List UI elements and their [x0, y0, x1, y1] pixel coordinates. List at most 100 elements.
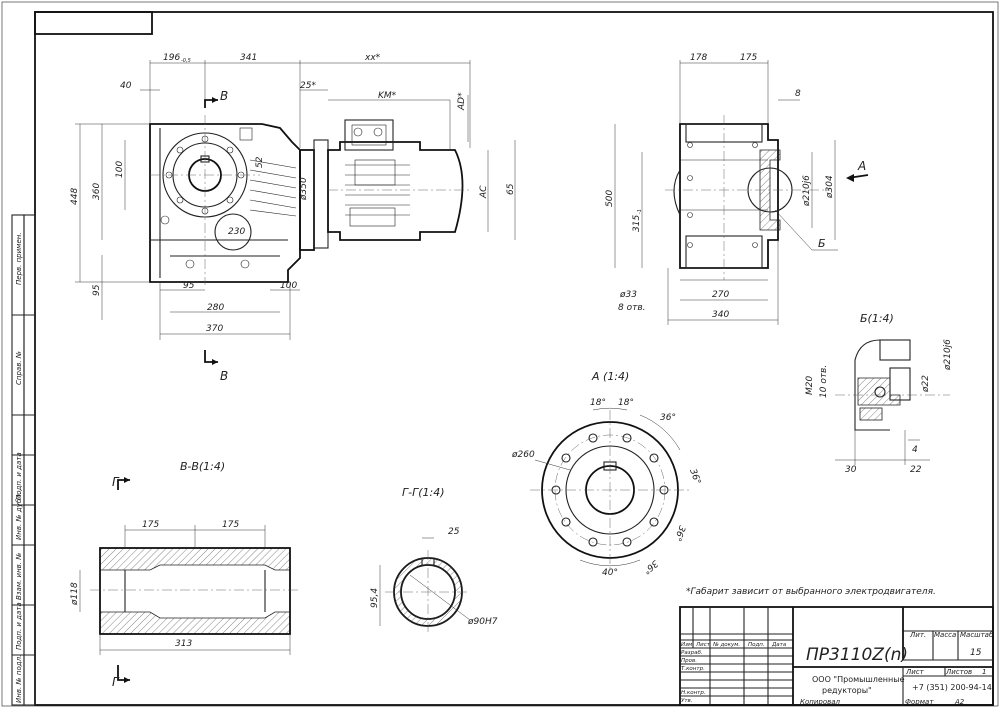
tb-sheets-value: 1: [982, 668, 986, 676]
angle-36d: 36°: [641, 558, 660, 576]
strip-sprav: Справ. №: [15, 351, 23, 385]
dim-s-315: 315: [632, 215, 642, 232]
tb-col-sheet: Лист: [905, 668, 925, 676]
dim-gg-954: 95,4: [370, 588, 380, 608]
dim-b-95: 95: [183, 281, 195, 291]
tb-row-list: Лист: [695, 642, 711, 648]
dim-s-210: ø210j6: [802, 175, 812, 207]
dim-top-175: 175: [740, 53, 757, 63]
angle-18b: 18°: [618, 398, 634, 408]
dim-top-25: 25*: [300, 81, 316, 91]
angle-36b: 36°: [687, 468, 702, 486]
dim-in-52: 52: [255, 156, 265, 168]
dim-v-65: 65: [506, 183, 516, 195]
dim-top-km: KM*: [378, 91, 397, 101]
tb-scale-value: 15: [970, 648, 982, 658]
dim-in-230: 230: [228, 227, 245, 237]
tb-designation: ПР3110Z(n): [806, 645, 908, 665]
tb-row-data: Дата: [771, 642, 787, 648]
tb-company-1: ООО "Промышленные: [812, 675, 905, 684]
tb-row-tkontr: Т.контр.: [681, 666, 705, 672]
dim-vv-313: 313: [175, 639, 192, 649]
view-title-a: A (1:4): [591, 370, 629, 383]
dim-top-40: 40: [120, 81, 132, 91]
tb-row-ndokum: № докум.: [712, 642, 740, 648]
strip-inv-dubl: Инв. № дубл.: [15, 492, 23, 540]
dim-v-ac: AC: [479, 185, 489, 199]
angle-36a: 36°: [660, 413, 676, 423]
detail-b: Б(1:4) M20 10 отв. ø22 ø210j6 4 30 22: [805, 312, 953, 475]
section-title-vv: B-B(1:4): [180, 460, 225, 473]
tb-row-izm: Изм.: [681, 642, 694, 648]
dim-s-8otv: 8 отв.: [618, 303, 646, 313]
dim-v-448: 448: [70, 188, 80, 205]
dim-s-304: ø304: [825, 175, 835, 199]
strip-vzam-inv: Взам. инв. №: [15, 552, 23, 600]
title-block: ПР3110Z(n) ООО "Промышленные редукторы" …: [679, 606, 994, 706]
section-gg: Г-Г(1:4) 25 95,4 ø90H7: [370, 486, 498, 635]
dim-top-ad: AD*: [457, 92, 467, 111]
dim-a-260: ø260: [511, 450, 535, 460]
dim-top-xx: xx*: [364, 53, 381, 63]
top-corner-box: [34, 11, 153, 35]
tb-row-utv: Утв.: [681, 698, 693, 704]
footnote: *Габарит зависит от выбранного электродв…: [686, 587, 936, 597]
angle-40: 40°: [602, 568, 618, 578]
tb-row-nkontr: Н.контр.: [681, 690, 706, 696]
dim-v-95: 95: [92, 284, 102, 296]
tb-format-value: A2: [954, 698, 965, 706]
callout-b: Б: [818, 237, 826, 250]
section-title-gg: Г-Г(1:4): [402, 486, 445, 499]
view-title-b: Б(1:4): [860, 312, 894, 325]
front-view: [149, 115, 470, 285]
dim-sec-210: ø210j6: [943, 339, 953, 371]
dim-sec-22d: ø22: [921, 375, 931, 393]
angle-36c: 36°: [672, 524, 687, 542]
dim-b-280: 280: [207, 303, 224, 313]
dim-sec-10otv: 10 отв.: [819, 365, 829, 398]
dim-s-270: 270: [712, 290, 729, 300]
dim-b-370: 370: [206, 324, 223, 334]
arrow-label-a: A: [857, 159, 866, 173]
arrow-label-b-top: B: [220, 89, 228, 103]
dim-in-350: ø350: [299, 177, 309, 201]
dim-s-500: 500: [605, 190, 615, 207]
tb-col-sheets: Листов: [945, 668, 972, 676]
arrow-label-b-bottom: B: [220, 369, 228, 383]
dim-gg-90: ø90H7: [467, 617, 498, 627]
tb-row-podp: Подп.: [748, 642, 765, 648]
dim-top-196-tol: -0,5: [181, 58, 191, 64]
dim-top-178: 178: [690, 53, 707, 63]
side-view: 178 175 8 500 315 -1 ø210j6 ø304 ø33 8 о…: [605, 53, 869, 325]
dim-sec-30: 30: [845, 465, 857, 475]
dim-s-315-tol: -1: [637, 209, 643, 214]
strip-inv-podl: Инв. № подл.: [15, 655, 23, 703]
tb-company-2: редукторы": [822, 686, 872, 695]
dim-v-360: 360: [92, 183, 102, 200]
angle-18a: 18°: [590, 398, 606, 408]
dim-b-100: 100: [280, 281, 297, 291]
tb-kopiroval: Копировал: [800, 698, 841, 706]
tb-phone: +7 (351) 200-94-14: [912, 683, 992, 692]
strip-perv-primen: Перв. примен.: [15, 232, 23, 285]
dim-top-341: 341: [240, 53, 257, 63]
dim-sec-m20: M20: [805, 376, 815, 395]
dim-top-196: 196: [163, 53, 180, 63]
dim-gg-25: 25: [448, 527, 460, 537]
tb-row-razrab: Разраб.: [681, 650, 703, 656]
dim-s-8: 8: [795, 89, 801, 99]
dim-s-33: ø33: [619, 290, 637, 300]
dim-vv-175b: 175: [222, 520, 239, 530]
arrow-label-g-bottom: Г: [112, 675, 120, 689]
front-view-dimensions: 196 -0,5 341 xx* 40 25* KM* AD* 448 360 …: [70, 53, 516, 383]
strip-podp-data-1: Подп. и дата: [15, 452, 23, 500]
dim-vv-175a: 175: [142, 520, 159, 530]
tb-format-label: Формат: [905, 698, 934, 706]
strip-podp-data-2: Подп. и дата: [15, 602, 23, 650]
arrow-label-g-top: Г: [112, 475, 120, 489]
left-strip: Перв. примен. Справ. № Подп. и дата Инв.…: [11, 214, 36, 706]
tb-row-prov: Пров.: [681, 658, 697, 664]
tb-col-scale: Масштаб: [960, 631, 994, 639]
view-a: A (1:4) 18° 18° 36° 36° 36° 36° 40° ø260: [511, 370, 702, 578]
